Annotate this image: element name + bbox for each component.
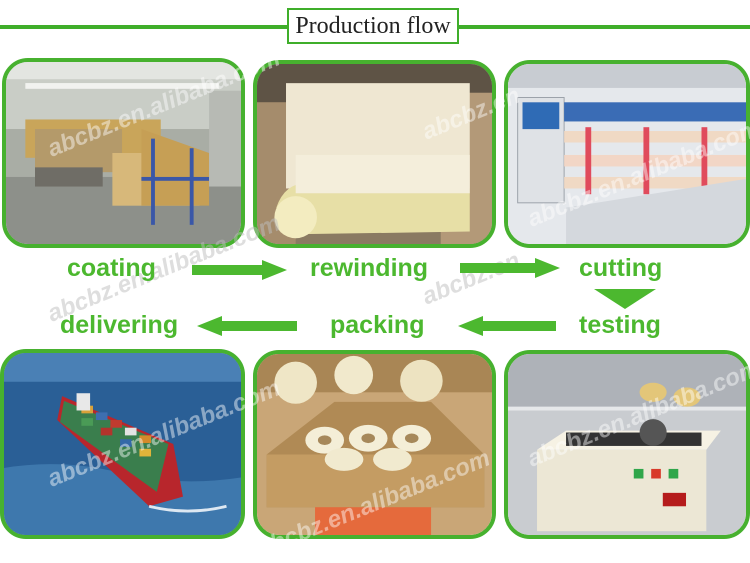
title-line-left [0, 25, 287, 29]
step-delivering: delivering [60, 311, 179, 339]
title-box: Production flow [287, 8, 459, 44]
step-testing: testing [579, 311, 661, 339]
testing-photo [504, 350, 750, 539]
watermark: abcbz.en [418, 246, 524, 311]
cutting-photo [504, 60, 750, 248]
step-packing: packing [330, 311, 425, 339]
coating-photo [2, 58, 245, 248]
page-title: Production flow [295, 12, 451, 39]
arrow-right-icon [460, 258, 560, 278]
packing-photo [253, 350, 496, 539]
step-rewinding: rewinding [310, 254, 429, 282]
rewinding-photo [253, 60, 496, 248]
title-line-right [459, 25, 750, 29]
arrow-left-icon [458, 316, 556, 336]
arrow-down-icon [594, 289, 656, 309]
step-coating: coating [67, 254, 156, 282]
arrow-left-icon [197, 316, 297, 336]
delivering-photo [0, 349, 245, 539]
arrow-right-icon [192, 260, 287, 280]
step-cutting: cutting [579, 254, 663, 282]
